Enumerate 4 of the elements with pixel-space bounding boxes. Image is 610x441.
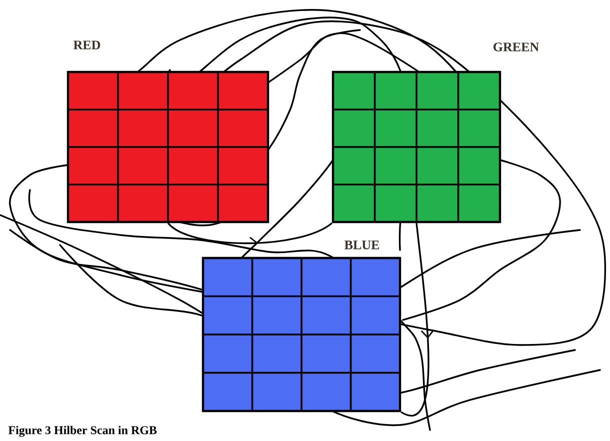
grid-label: RED <box>74 40 100 50</box>
grid-label: BLUE <box>344 240 380 250</box>
caption: Figure 3 Hilber Scan in RGB <box>8 426 157 437</box>
grid-label: GREEN <box>494 42 539 52</box>
